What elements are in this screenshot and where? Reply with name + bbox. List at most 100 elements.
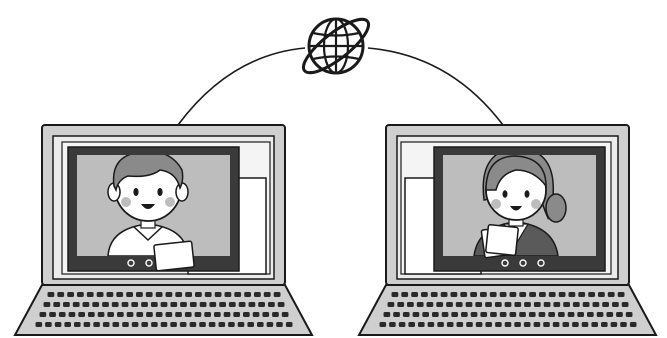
keyboard-key xyxy=(442,312,449,317)
keyboard-key xyxy=(117,312,124,317)
keyboard-key xyxy=(151,302,158,307)
keyboard-key xyxy=(57,292,64,297)
keyboard-key xyxy=(436,302,443,307)
keyboard-key xyxy=(83,302,90,307)
keyboard-key xyxy=(84,322,91,327)
keyboard-key xyxy=(136,292,143,297)
keyboard-key xyxy=(175,292,182,297)
keyboard-key xyxy=(612,302,619,307)
keyboard-key xyxy=(399,322,406,327)
keyboard-key xyxy=(495,302,502,307)
keyboard-key xyxy=(234,292,241,297)
keyboard-key xyxy=(461,312,468,317)
keyboard-key xyxy=(616,312,623,317)
laptop-right xyxy=(359,125,656,335)
keyboard-key xyxy=(264,292,271,297)
keyboard-key xyxy=(103,322,110,327)
keyboard-key xyxy=(136,312,143,317)
keyboard-key xyxy=(107,312,114,317)
keyboard-key xyxy=(388,302,395,307)
keyboard-key xyxy=(131,302,138,307)
keyboard-key xyxy=(55,322,62,327)
keyboard-key xyxy=(427,302,434,307)
keyboard-key xyxy=(156,312,163,317)
keyboard-key xyxy=(548,312,555,317)
keyboard-key xyxy=(437,322,444,327)
keyboard-key xyxy=(92,302,99,307)
keyboard-key xyxy=(190,302,197,307)
keyboard-key xyxy=(573,302,580,307)
keyboard-key xyxy=(505,322,512,327)
keyboard-key xyxy=(490,312,497,317)
keyboard-key xyxy=(166,292,173,297)
keyboard-key xyxy=(470,292,477,297)
keyboard-key xyxy=(392,292,399,297)
keyboard-key xyxy=(572,322,579,327)
keyboard-key xyxy=(225,292,232,297)
keyboard-key xyxy=(524,302,531,307)
keyboard-key xyxy=(122,322,129,327)
keyboard-key xyxy=(490,292,497,297)
keyboard-key xyxy=(514,322,521,327)
keyboard-key xyxy=(593,302,600,307)
keyboard-key xyxy=(553,322,560,327)
keyboard-key xyxy=(102,302,109,307)
keyboard-key xyxy=(141,302,148,307)
keyboard-key xyxy=(389,322,396,327)
keyboard-key xyxy=(278,302,285,307)
keyboard-key xyxy=(228,322,235,327)
keyboard-key xyxy=(587,312,594,317)
keyboard-key xyxy=(602,302,609,307)
keyboard-key xyxy=(456,302,463,307)
keyboard-key xyxy=(601,322,608,327)
keyboard-key xyxy=(274,292,281,297)
keyboard-key xyxy=(107,292,114,297)
keyboard-key xyxy=(78,312,85,317)
keyboard-key xyxy=(247,322,254,327)
keyboard-key xyxy=(175,312,182,317)
keyboard-key xyxy=(534,322,541,327)
keyboard-key xyxy=(239,302,246,307)
keyboard-key xyxy=(151,322,158,327)
keyboard-key xyxy=(529,312,536,317)
connection-line-left xyxy=(178,48,305,125)
keyboard-key xyxy=(417,302,424,307)
keyboard-key xyxy=(161,302,168,307)
keyboard-key xyxy=(384,312,391,317)
keyboard-key xyxy=(40,312,47,317)
keyboard-key xyxy=(204,312,211,317)
keyboard-key xyxy=(146,292,153,297)
keyboard-key xyxy=(446,302,453,307)
keyboard-key xyxy=(190,322,197,327)
keyboard-key xyxy=(591,322,598,327)
keyboard-key xyxy=(180,302,187,307)
keyboard-key xyxy=(460,292,467,297)
keyboard-key xyxy=(268,302,275,307)
keyboard-key xyxy=(514,302,521,307)
keyboard-key xyxy=(510,312,517,317)
keyboard-key xyxy=(510,292,517,297)
keyboard-key xyxy=(606,312,613,317)
keyboard-key xyxy=(249,302,256,307)
keyboard-key xyxy=(529,292,536,297)
keyboard-key xyxy=(127,312,134,317)
keyboard-key xyxy=(146,312,153,317)
keyboard-key xyxy=(408,322,415,327)
keyboard-key xyxy=(407,302,414,307)
keyboard-key xyxy=(418,322,425,327)
keyboard-key xyxy=(262,312,269,317)
globe-icon xyxy=(296,11,375,81)
keyboard-key xyxy=(411,292,418,297)
keyboard-key xyxy=(258,302,265,307)
keyboard-key xyxy=(195,292,202,297)
keyboard-key xyxy=(69,312,76,317)
keyboard-key xyxy=(116,292,123,297)
keyboard-key xyxy=(582,322,589,327)
keyboard-key xyxy=(170,302,177,307)
keyboard-key xyxy=(466,302,473,307)
keyboard-key xyxy=(272,312,279,317)
keyboard-key xyxy=(466,322,473,327)
keyboard-key xyxy=(568,312,575,317)
keyboard-key xyxy=(243,312,250,317)
